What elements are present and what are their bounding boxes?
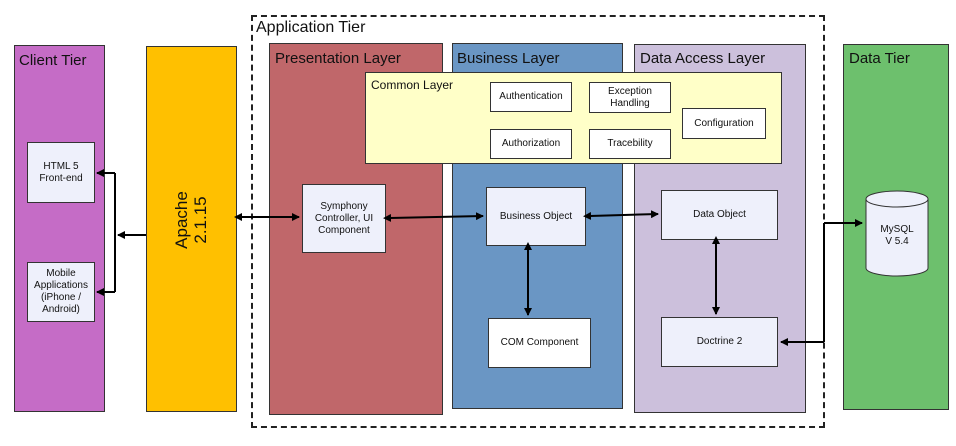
mysql-version: V 5.4 [885,236,909,247]
client-tier [14,45,105,412]
symphony-label-line2: Controller, UI [314,212,374,224]
client-tier-title: Client Tier [19,52,87,69]
mysql-database-icon [865,190,929,277]
com-component-label: COM Component [500,337,579,348]
configuration-node: Configuration [682,108,766,139]
configuration-label: Configuration [694,117,754,129]
traceability-node: Tracebility [589,129,671,159]
exception-handling-node: Exception Handling [589,82,671,113]
exception-label-line1: Exception [608,85,652,97]
symphony-label-line1: Symphony [320,200,368,212]
common-layer-title: Common Layer [371,78,454,92]
html5-frontend-node: HTML 5 Front-end [27,142,95,203]
business-object-node: Business Object [486,187,586,246]
business-layer-title: Business Layer [457,50,560,67]
data-object-label: Data Object [693,209,746,220]
symphony-business-arrow [383,212,484,222]
doctrine-mysql-connector [780,219,863,346]
symphony-controller-node: Symphony Controller, UI Component [302,184,386,253]
mobile-label-line3: (iPhone / [40,292,81,303]
doctrine-node: Doctrine 2 [661,317,778,367]
application-tier-title: Application Tier [256,19,366,36]
symphony-label-line3: Component [318,224,370,236]
application-tier-frame [251,15,825,428]
authorization-node: Authorization [490,129,572,159]
authorization-label: Authorization [501,138,561,149]
business-object-label: Business Object [499,210,573,222]
apache-server [146,46,237,412]
mobile-label-line1: Mobile [46,268,76,279]
doctrine-label: Doctrine 2 [696,336,743,347]
exception-label-line2: Handling [610,97,650,109]
business-dataobject-arrow [583,210,659,220]
mobile-label-line2: Applications [34,280,88,291]
com-component-node: COM Component [488,318,591,368]
client-bracket-connector [96,169,146,296]
mobile-label-line4: Android) [42,304,80,315]
authentication-label: Authentication [499,91,563,102]
mysql-name: MySQL [880,224,914,235]
html5-label-line2: Front-end [39,172,83,184]
presentation-layer-title: Presentation Layer [275,50,401,67]
mobile-applications-node: Mobile Applications (iPhone / Android) [27,262,95,322]
traceability-label: Tracebility [607,138,653,149]
mysql-database-label: MySQL V 5.4 [866,224,928,248]
authentication-node: Authentication [490,82,572,112]
data-access-layer-title: Data Access Layer [640,50,766,67]
data-tier-title: Data Tier [849,50,910,67]
html5-label-line1: HTML 5 [43,160,79,172]
